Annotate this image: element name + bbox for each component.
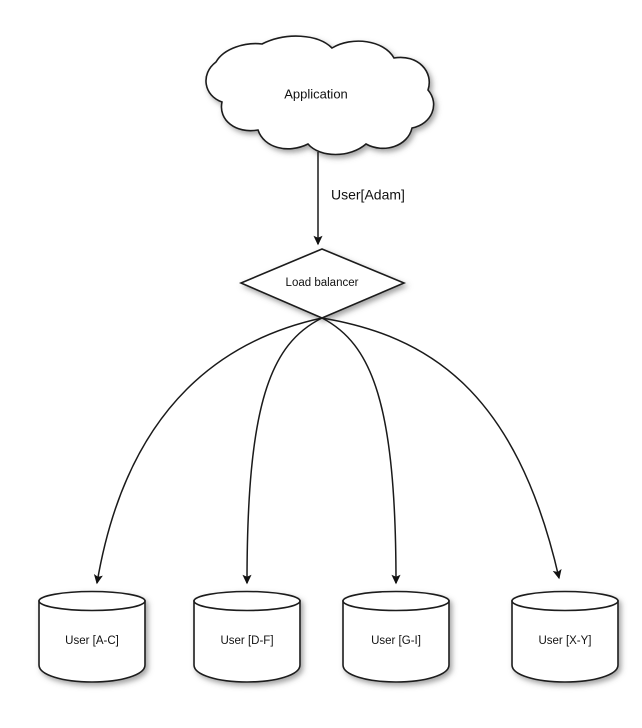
- node-application-cloud[interactable]: Application: [205, 35, 435, 156]
- database-1-label: User [A-C]: [65, 635, 119, 647]
- cloud-shape: [205, 35, 435, 156]
- database-4-label: User [X-Y]: [538, 635, 591, 647]
- database-3-body: [342, 600, 450, 683]
- node-database-1[interactable]: User [A-C]: [38, 590, 146, 683]
- node-load-balancer-diamond[interactable]: Load balancer: [238, 248, 407, 319]
- database-4-body: [511, 600, 619, 683]
- load-balancer-label: Load balancer: [286, 277, 359, 289]
- node-database-4[interactable]: User [X-Y]: [511, 590, 619, 683]
- database-3-label: User [G-I]: [371, 635, 421, 647]
- node-database-2[interactable]: User [D-F]: [193, 590, 301, 683]
- edge-lb-to-db-1: [93, 317, 323, 585]
- edge-lb-to-db-4: [321, 317, 562, 580]
- database-3-top: [342, 590, 450, 612]
- database-2-body: [193, 600, 301, 683]
- database-2-label: User [D-F]: [220, 635, 273, 647]
- node-database-3[interactable]: User [G-I]: [342, 590, 450, 683]
- database-4-top: [511, 590, 619, 612]
- database-1-body: [38, 600, 146, 683]
- edge-app-to-lb-label: User[Adam]: [331, 187, 405, 203]
- database-2-top: [193, 590, 301, 612]
- edge-app-to-loadbalancer: User[Adam]: [313, 152, 405, 246]
- edge-lb-to-db-3: [321, 317, 401, 585]
- cloud-label: Application: [284, 86, 348, 101]
- edges-lb-to-databases: [93, 317, 562, 585]
- database-1-top: [38, 590, 146, 612]
- edge-lb-to-db-2: [242, 317, 323, 585]
